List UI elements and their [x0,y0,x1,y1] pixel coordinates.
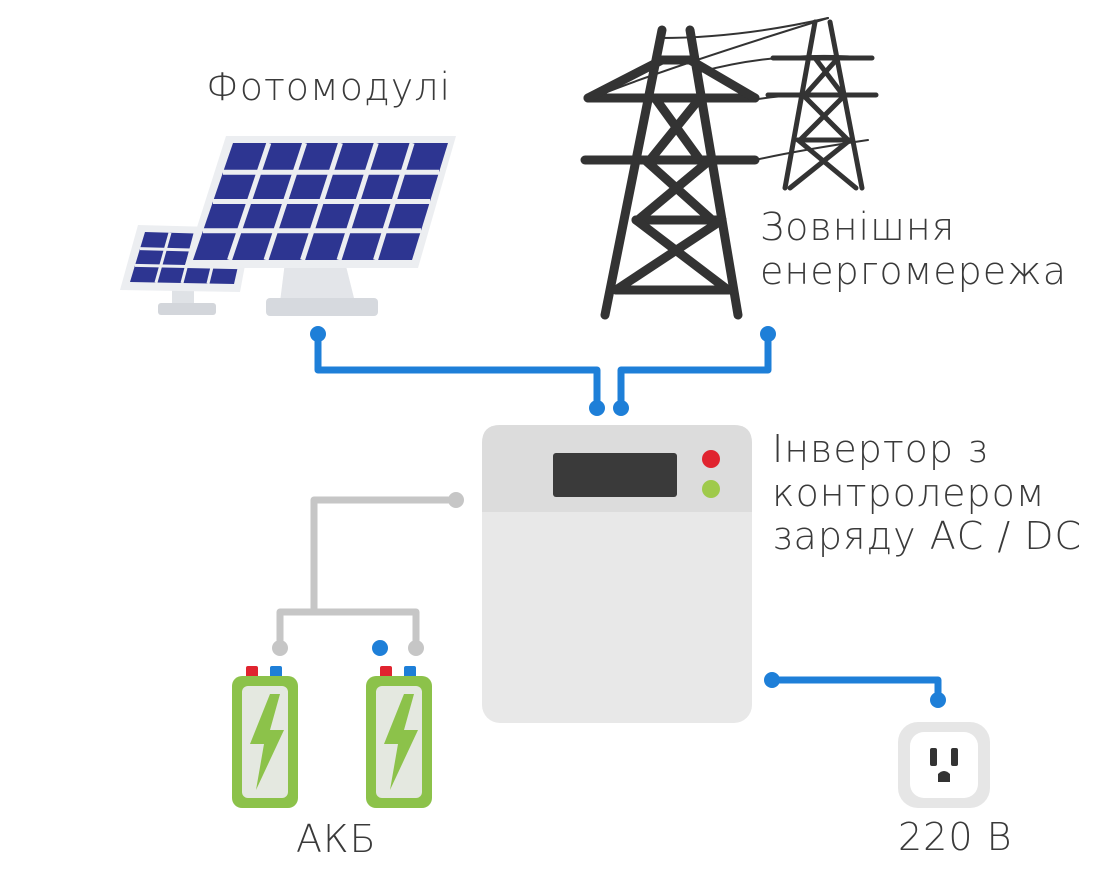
battery-right [366,666,432,808]
outlet-label: 220 В [898,815,1013,859]
wire-solar-inverter [314,330,601,412]
wire-inverter-battery-b [310,608,420,652]
inverter-icon [482,425,752,723]
inverter-display [553,453,677,497]
battery-icon [232,666,432,808]
power-outlet-icon [898,722,990,808]
grid-label-line1: Зовнішня [760,205,956,249]
large-solar-panel [184,136,456,316]
led-green [702,480,720,498]
power-tower-icon [580,17,879,320]
wire-inverter-outlet [768,676,942,704]
panel-grid-line [154,232,172,283]
wire-connectors [272,326,946,708]
inverter-label-line1: Інвертор з [772,427,989,471]
inverter-label: Інвертор з контролером заряду АС / DC [772,427,1083,559]
battery-label: АКБ [296,817,377,861]
back-tower [765,19,879,191]
grid-label: Зовнішня енергомережа [760,205,1067,293]
solar-panel-icon [120,136,456,316]
wire-inverter-battery-a [276,496,460,652]
solar-label: Фотомодулі [206,65,452,109]
grid-label-line2: енергомережа [760,248,1067,293]
led-red [702,450,720,468]
battery-left [232,666,298,808]
inverter-label-line3: заряду АС / DC [772,514,1083,559]
front-tower [580,25,760,320]
wire-grid-inverter [617,330,772,412]
inverter-label-line2: контролером [772,470,1046,515]
